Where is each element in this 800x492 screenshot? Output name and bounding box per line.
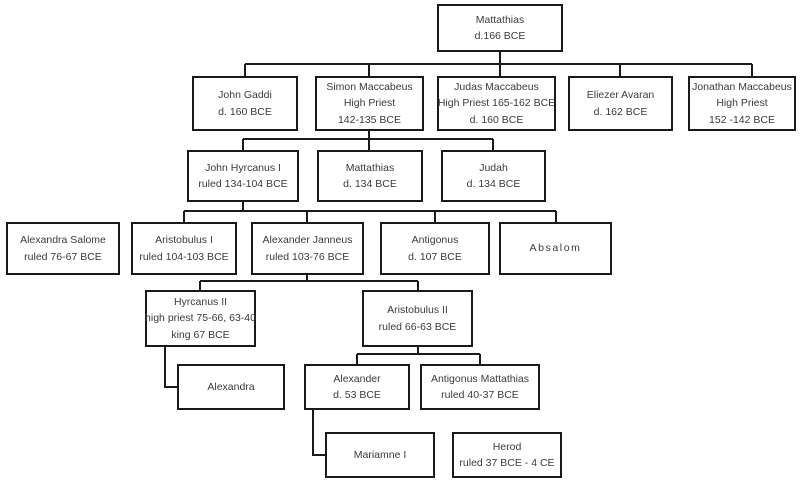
node-mattathias-line-2: d.166 BCE: [474, 30, 526, 42]
node-aristobulus-ii: Aristobulus II ruled 66-63 BCE: [362, 290, 473, 347]
node-antigonus: Antigonus d. 107 BCE: [380, 222, 490, 275]
node-eliezer-avaran: Eliezer Avaran d. 162 BCE: [568, 76, 673, 131]
node-judah-line-2: d. 134 BCE: [466, 178, 521, 190]
node-antigonus-mattathias-line-1: Antigonus Mattathias: [430, 372, 530, 385]
node-alexandra-line-1: Alexandra: [207, 380, 255, 393]
node-alexander-janneus-line-1: Alexander Janneus: [262, 234, 353, 247]
node-mattathias-2-line-1: Mattathias: [345, 161, 395, 174]
edge-to-alexandra: [163, 347, 177, 389]
node-hyrcanus-ii: Hyrcanus II high priest 75-66, 63-40 king …: [145, 290, 256, 347]
node-john-hyrcanus-i: John Hyrcanus I ruled 134-104 BCE: [187, 150, 299, 202]
node-antigonus-mattathias: Antigonus Mattathias ruled 40-37 BCE: [420, 364, 540, 410]
node-aristobulus-ii-line-1: Aristobulus II: [387, 304, 448, 317]
node-eliezer-avaran-line-1: Eliezer Avaran: [586, 89, 655, 102]
node-herod-line-2: ruled 37 BCE - 4 CE: [459, 457, 555, 469]
node-alexander: Alexander d. 53 BCE: [304, 364, 410, 410]
node-antigonus-mattathias-line-2: ruled 40-37 BCE: [441, 389, 519, 401]
node-judah-line-1: Judah: [479, 161, 508, 174]
node-hyrcanus-ii-line-1: Hyrcanus II: [173, 296, 228, 309]
node-aristobulus-ii-line-2: ruled 66-63 BCE: [378, 320, 457, 333]
edge-to-mariamne-i: [311, 410, 325, 457]
node-judas-maccabeus-line-2: High Priest 165-162 BCE: [437, 97, 556, 110]
node-alexandra-salome-line-2: ruled 76-67 BCE: [24, 250, 102, 263]
node-alexandra-salome: Alexandra Salome ruled 76-67 BCE: [6, 222, 120, 275]
node-eliezer-avaran-line-2: d. 162 BCE: [593, 105, 648, 118]
node-mattathias-line-1: Mattathias: [475, 13, 525, 26]
node-mattathias-2-line-2: d. 134 BCE: [343, 178, 397, 190]
node-jonathan-maccabeus-line-2: High Priest: [716, 97, 768, 110]
node-antigonus-line-2: d. 107 BCE: [408, 250, 462, 263]
node-alexandra: Alexandra: [177, 364, 285, 410]
node-mattathias: Mattathias d.166 BCE: [437, 4, 563, 52]
node-alexander-line-2: d. 53 BCE: [333, 389, 381, 401]
node-alexander-janneus-line-2: ruled 103-76 BCE: [265, 250, 350, 263]
node-alexander-janneus: Alexander Janneus ruled 103-76 BCE: [251, 222, 364, 275]
node-simon-maccabeus-line-1: Simon Maccabeus: [326, 81, 413, 94]
node-aristobulus-i-line-2: ruled 104-103 BCE: [139, 250, 229, 263]
node-simon-maccabeus-line-3: 142-135 BCE: [337, 113, 402, 126]
node-mattathias-2: Mattathias d. 134 BCE: [317, 150, 423, 202]
node-aristobulus-i-line-1: Aristobulus I: [155, 234, 213, 247]
node-alexandra-salome-line-1: Alexandra Salome: [20, 234, 106, 247]
node-judah: Judah d. 134 BCE: [441, 150, 546, 202]
node-aristobulus-i: Aristobulus I ruled 104-103 BCE: [131, 222, 237, 275]
node-absalom: Absalom: [499, 222, 612, 275]
node-absalom-line-1: Absalom: [529, 242, 582, 255]
node-judas-maccabeus-line-1: Judas Maccabeus: [454, 81, 539, 94]
node-alexander-line-1: Alexander: [333, 372, 381, 385]
node-mariamne-i-line-1: Mariamne I: [353, 448, 407, 461]
node-john-gaddi-line-1: John Gaddi: [218, 89, 272, 102]
node-simon-maccabeus-line-2: High Priest: [343, 97, 396, 110]
node-john-hyrcanus-i-line-1: John Hyrcanus I: [205, 161, 281, 174]
node-mariamne-i: Mariamne I: [325, 432, 435, 478]
node-antigonus-line-1: Antigonus: [411, 234, 459, 247]
node-jonathan-maccabeus-line-3: 152 -142 BCE: [709, 113, 775, 126]
node-hyrcanus-ii-line-3: king 67 BCE: [171, 328, 230, 341]
node-john-gaddi-line-2: d. 160 BCE: [218, 105, 272, 118]
node-hyrcanus-ii-line-2: high priest 75-66, 63-40: [145, 312, 256, 325]
node-herod: Herod ruled 37 BCE - 4 CE: [452, 432, 562, 478]
node-herod-line-1: Herod: [492, 440, 522, 453]
node-judas-maccabeus-line-3: d. 160 BCE: [469, 113, 524, 126]
node-jonathan-maccabeus-line-1: Jonathan Maccabeus: [692, 81, 792, 94]
node-john-gaddi: John Gaddi d. 160 BCE: [192, 76, 298, 131]
node-john-hyrcanus-i-line-2: ruled 134-104 BCE: [198, 178, 288, 190]
